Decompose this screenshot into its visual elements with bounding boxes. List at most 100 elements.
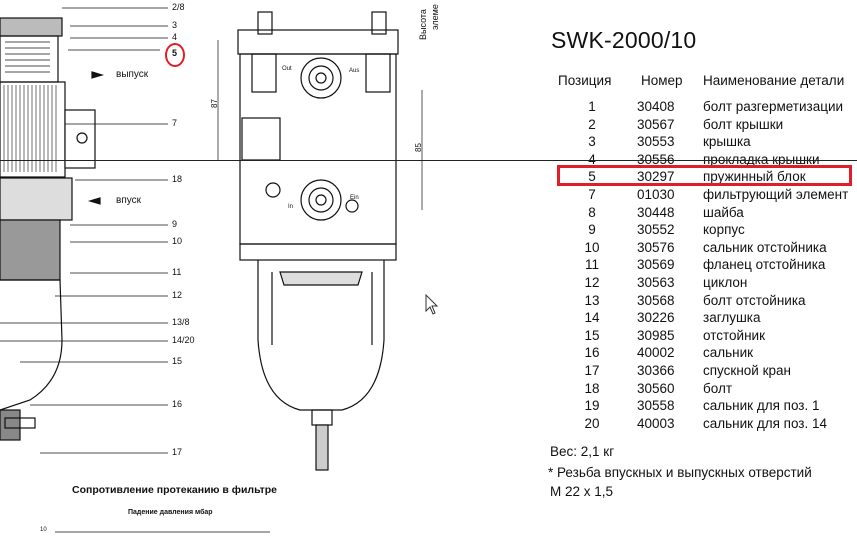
row-number: 30563 — [637, 275, 675, 290]
callout-15: 15 — [172, 356, 183, 366]
row-number: 30408 — [637, 99, 675, 114]
row-position: 12 — [584, 275, 600, 290]
row-name: крышка — [703, 134, 751, 150]
row-position: 8 — [588, 204, 596, 220]
flow-resistance-caption: Сопротивление протеканию в фильтре — [72, 484, 278, 496]
row-number: 30297 — [637, 169, 675, 185]
row-number: 30448 — [637, 204, 675, 220]
row-name: сальник для поз. 14 — [703, 415, 828, 431]
row-number: 40002 — [637, 345, 675, 361]
mouse-pointer-icon — [425, 294, 439, 315]
row-name: фланец отстойника — [703, 257, 826, 273]
table-row: 8 30448 шайба — [0, 204, 857, 222]
row-name: сальник для поз. 1 — [703, 398, 820, 414]
table-row: 2 30567 болт крышки — [0, 116, 857, 134]
row-number: 01030 — [637, 187, 675, 202]
column-header-name: Наименование детали — [703, 73, 845, 88]
table-row: 11 30569 фланец отстойника — [0, 256, 857, 274]
row-name: отстойник — [703, 327, 765, 343]
side-label-height: Высота — [418, 9, 428, 40]
chart-axis-tick: 10 — [40, 527, 47, 533]
callout-9: 9 — [172, 219, 178, 229]
callout-7: 7 — [172, 118, 178, 128]
row-number: 30569 — [637, 257, 675, 273]
row-name: сальник отстойника — [703, 239, 827, 255]
pressure-drop-subcaption: Падение давления мбар — [128, 509, 213, 516]
row-name: корпус — [703, 222, 745, 238]
column-header-number: Номер — [641, 73, 683, 88]
row-number: 30560 — [637, 380, 675, 396]
row-position: 20 — [584, 415, 600, 431]
callout-14-20: 14/20 — [172, 335, 195, 345]
row-number: 30567 — [637, 116, 675, 132]
row-position: 16 — [584, 345, 600, 361]
row-position: 1 — [588, 99, 596, 114]
row-name: спускной кран — [703, 363, 791, 378]
side-label-element: элеме — [430, 4, 440, 30]
port-in-label: In — [288, 204, 294, 210]
callout-5-red-circle — [165, 43, 185, 67]
row-number: 30576 — [637, 239, 675, 255]
row-name: фильтрующий элемент — [703, 187, 849, 202]
row-position: 11 — [584, 257, 599, 273]
callout-11: 11 — [172, 267, 182, 277]
table-row: 19 30558 сальник для поз. 1 — [0, 397, 857, 415]
row-position: 3 — [588, 134, 596, 150]
row-name: болт разгерметизации — [703, 99, 844, 114]
callout-4: 4 — [172, 32, 178, 42]
table-row: 16 40002 сальник — [0, 344, 857, 362]
port-aus-label: Aus — [349, 68, 360, 74]
row-name: болт отстойника — [703, 292, 806, 308]
callout-16: 16 — [172, 399, 183, 409]
row-number: 30226 — [637, 310, 675, 326]
model-title: SWK-2000/10 — [551, 27, 697, 53]
callout-2-8: 2/8 — [172, 2, 185, 12]
weight-note: Вес: 2,1 кг — [550, 444, 615, 459]
table-row: 12 30563 циклон — [0, 274, 857, 292]
row-name: болт — [703, 380, 733, 396]
row-name: болт крышки — [703, 116, 784, 132]
table-row: 10 30576 сальник отстойника — [0, 239, 857, 257]
callout-10: 10 — [172, 236, 183, 246]
row-position: 19 — [584, 398, 600, 414]
port-out-label: Out — [282, 66, 292, 72]
row-name: заглушка — [703, 310, 761, 326]
callout-18: 18 — [172, 174, 183, 184]
row-position: 18 — [584, 380, 600, 396]
row-name: пружинный блок — [703, 169, 806, 185]
row-position: 2 — [588, 116, 596, 132]
row-position: 10 — [584, 239, 600, 255]
callout-3: 3 — [172, 20, 178, 30]
table-row: 14 30226 заглушка — [0, 309, 857, 327]
row-name: циклон — [703, 275, 748, 290]
table-row: 3 30553 крышка — [0, 133, 857, 151]
outlet-label: выпуск — [116, 69, 149, 80]
row-name: сальник — [703, 345, 754, 361]
row-position: 5 — [588, 169, 596, 185]
row-name: шайба — [703, 204, 744, 220]
row-position: 17 — [584, 363, 600, 378]
row-position: 14 — [584, 310, 600, 326]
row-number: 30985 — [637, 327, 675, 343]
row-position: 15 — [584, 327, 600, 343]
table-row: 18 30560 болт — [0, 380, 857, 398]
table-row: 20 40003 сальник для поз. 14 — [0, 415, 857, 433]
thread-note: * Резьба впускных и выпускных отверстий — [548, 465, 812, 480]
table-row: 15 30985 отстойник — [0, 327, 857, 345]
table-row: 1 30408 болт разгерметизации — [0, 98, 857, 116]
filter-technical-drawing — [0, 7, 423, 533]
row-number: 40003 — [637, 415, 675, 431]
row-number: 30553 — [637, 134, 675, 150]
callout-12: 12 — [172, 290, 183, 300]
callout-5: 5 — [172, 48, 178, 58]
thread-size: М 22 х 1,5 — [550, 484, 614, 499]
row-number: 30558 — [637, 398, 675, 414]
row-position: 13 — [584, 292, 600, 308]
port-ein-label: Ein — [350, 195, 359, 201]
callout-13-8: 13/8 — [172, 317, 190, 327]
row-position: 9 — [588, 222, 596, 238]
